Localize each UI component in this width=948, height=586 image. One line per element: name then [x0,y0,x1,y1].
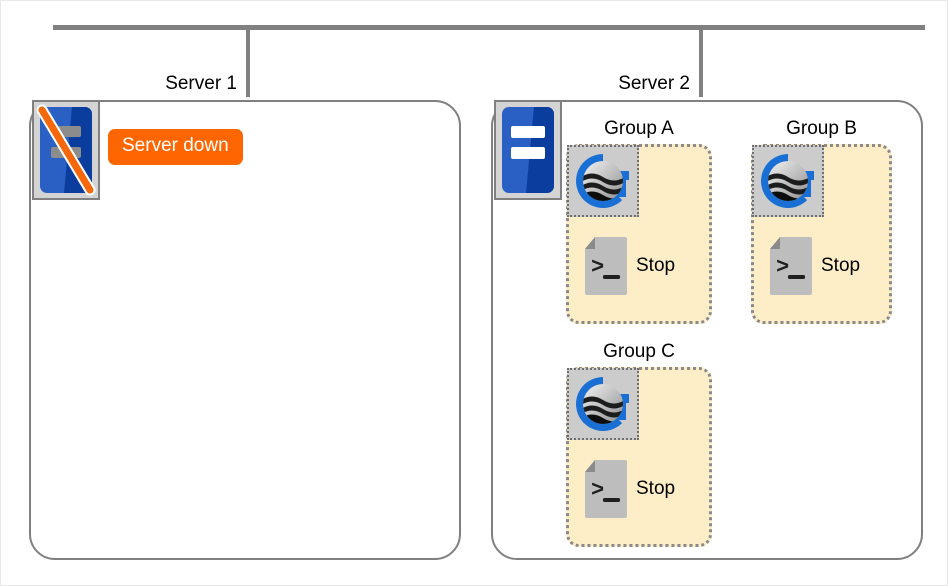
group-c-box[interactable]: > Stop [566,367,712,547]
script-terminal-icon[interactable]: > [581,458,629,520]
network-bus-line [53,25,925,30]
glassfish-domain-icon[interactable] [567,145,639,217]
group-a-script-label: Stop [636,255,676,276]
server-1-label: Server 1 [165,73,237,94]
group-b[interactable]: Group B [751,118,892,324]
group-a-label: Group A [604,118,674,139]
group-b-box[interactable]: > Stop [751,144,892,324]
server-2-drop-line [699,25,703,97]
svg-text:>: > [591,255,604,280]
group-a-box[interactable]: > Stop [566,144,712,324]
group-b-label: Group B [786,118,857,139]
server-2-label: Server 2 [618,73,690,94]
group-c-script-label: Stop [636,478,676,499]
group-c-script-row[interactable]: > Stop [581,458,675,520]
server-1-drop-line [246,25,250,97]
group-b-script-label: Stop [821,255,861,276]
glassfish-domain-icon[interactable] [567,368,639,440]
script-terminal-icon[interactable]: > [766,235,814,297]
group-c[interactable]: Group C [566,341,712,547]
server-1-status-badge: Server down [108,129,243,165]
group-a[interactable]: Group A [566,118,712,324]
group-b-script-row[interactable]: > Stop [766,235,860,297]
svg-text:>: > [591,478,604,503]
group-a-script-row[interactable]: > Stop [581,235,675,297]
svg-text:>: > [776,255,789,280]
group-c-label: Group C [603,341,675,362]
server-offline-icon[interactable] [32,100,100,200]
server-online-icon[interactable] [494,100,562,200]
server-1-panel[interactable] [29,100,461,560]
script-terminal-icon[interactable]: > [581,235,629,297]
glassfish-domain-icon[interactable] [752,145,824,217]
